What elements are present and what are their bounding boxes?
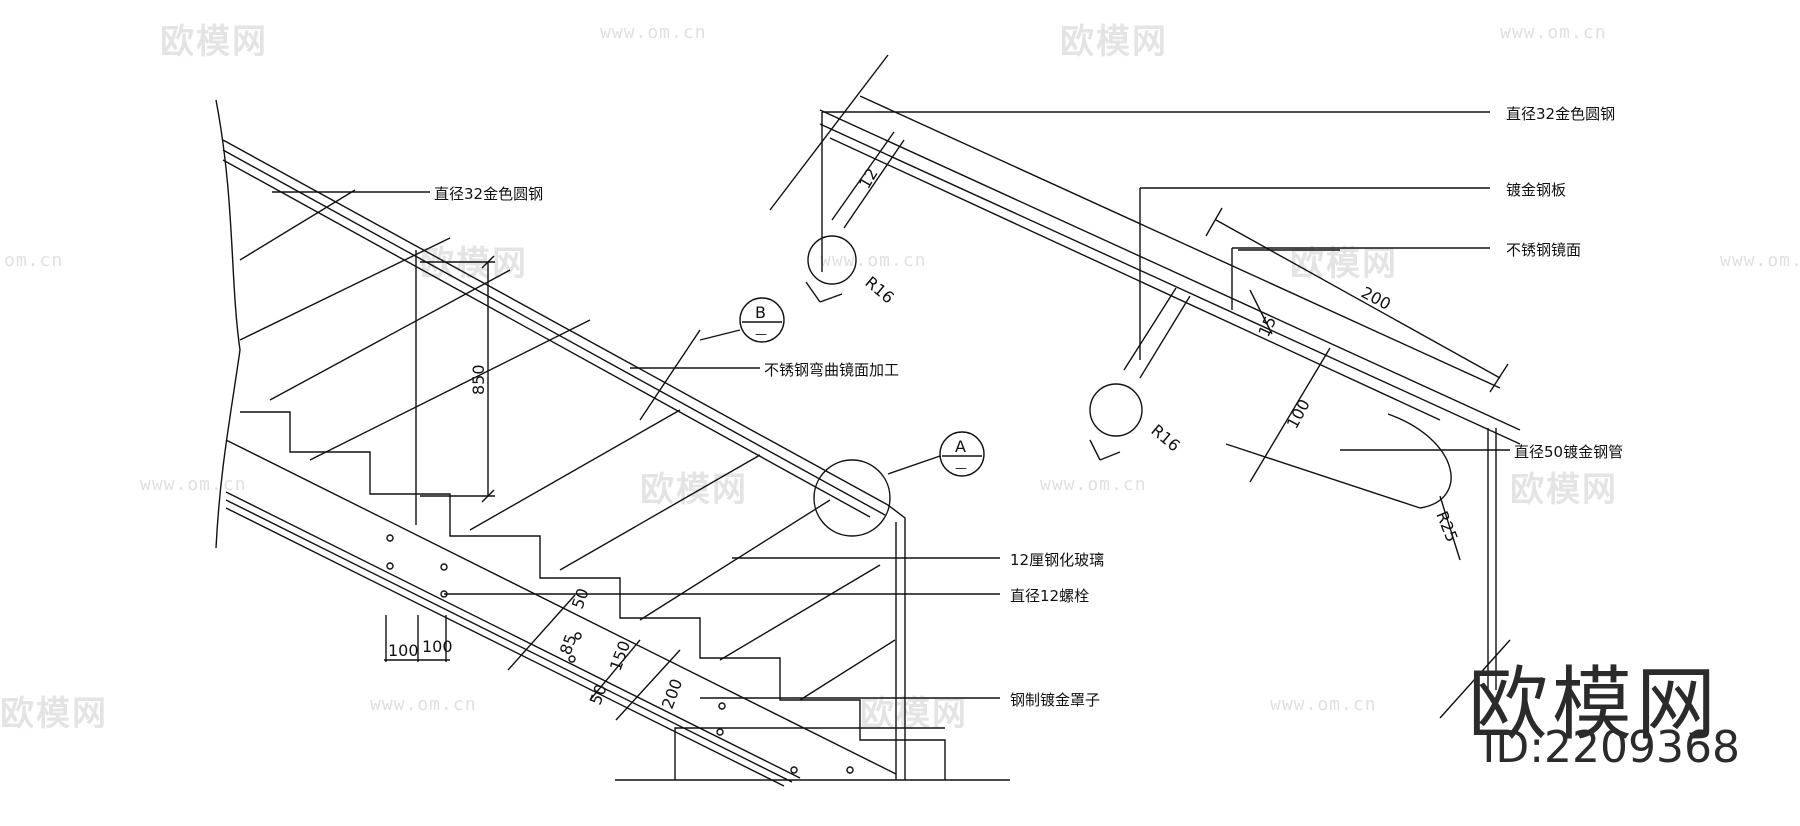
dim-r25: R25	[1432, 508, 1461, 544]
rod-line	[831, 131, 895, 221]
callout-b-letter: B	[755, 303, 766, 322]
handrail-end	[887, 504, 906, 780]
glass-hatch	[309, 319, 591, 461]
watermark-url: www.om.cn	[1500, 22, 1607, 43]
rod-circle	[1089, 383, 1143, 437]
glass-hatch	[239, 189, 356, 261]
watermark-url: www.om.cn	[370, 694, 477, 715]
label-bolt: 直径12螺栓	[1010, 587, 1089, 605]
watermark-url: www.om.cn	[1040, 474, 1147, 495]
callout-b-sub: —	[755, 327, 767, 341]
glass-hatch	[799, 639, 896, 701]
watermark-logo: 欧模网	[1510, 470, 1618, 510]
glass-hatch	[469, 409, 681, 531]
stringer-line	[225, 499, 793, 783]
callout-b-circle	[739, 297, 785, 343]
glass-hatch	[559, 454, 761, 571]
handrail-line	[222, 159, 871, 518]
stringer-line	[225, 507, 785, 787]
stair-steps	[240, 411, 946, 780]
plate-line	[819, 123, 1521, 445]
label-plated-plate: 镀金钢板	[1506, 181, 1566, 199]
handrail-line	[222, 149, 886, 516]
dim-50: 50	[568, 586, 593, 612]
watermark-logo: 欧模网	[160, 22, 268, 62]
glass-hatch	[719, 564, 881, 661]
watermark-url: www.om.cn	[1720, 250, 1800, 271]
section-cut-b	[699, 329, 741, 341]
rod-line	[1139, 295, 1191, 379]
section-line	[769, 54, 889, 211]
handrail-line	[222, 139, 889, 506]
dim-line	[1215, 219, 1501, 379]
dim-200: 200	[658, 676, 686, 711]
dim-line	[1249, 289, 1273, 335]
dim-r16: R16	[1147, 421, 1183, 456]
label-gold-rod: 直径32金色圆钢	[434, 185, 543, 203]
dim-150: 150	[606, 638, 634, 673]
dim-ext	[1205, 207, 1223, 237]
break-line	[215, 99, 241, 549]
dim-line	[589, 639, 641, 701]
rod-line	[1123, 287, 1177, 371]
rod-circle	[807, 235, 857, 285]
label-cover: 钢制镀金罩子	[1010, 691, 1100, 709]
bolt-markers	[386, 534, 854, 774]
glass-hatch	[239, 237, 451, 341]
dim-50: 50	[586, 682, 611, 708]
dim-100: 100	[422, 637, 453, 656]
watermark-logo: 欧模网	[0, 694, 108, 734]
stringer-line	[225, 439, 897, 775]
plate-line	[819, 109, 1521, 431]
plate-line	[829, 137, 1441, 421]
pipe-end	[1387, 413, 1452, 509]
detail-a-circle	[813, 459, 891, 537]
callout-a-letter: A	[955, 437, 966, 456]
label-gold-rod-right: 直径32金色圆钢	[1506, 105, 1615, 123]
watermark-url: www.om.cn	[600, 22, 707, 43]
callout-a-circle	[939, 431, 985, 477]
dim-line	[615, 649, 681, 721]
dim-85: 85	[556, 632, 581, 658]
watermark-url: www.om.cn	[1270, 694, 1377, 715]
plate-line	[859, 95, 1501, 389]
rod-line	[843, 139, 905, 229]
dim-ext	[1489, 363, 1509, 393]
dim-12: 12	[855, 165, 882, 192]
label-mirror: 不锈钢镜面	[1506, 241, 1581, 259]
watermark-url: www.om.cn	[820, 250, 927, 271]
dim-r16: R16	[861, 273, 897, 308]
label-pipe: 直径50镀金钢管	[1514, 443, 1623, 461]
dim-850: 850	[469, 364, 488, 395]
base-block	[674, 727, 945, 780]
brand-name: 欧模网	[1468, 658, 1720, 751]
section-cut-b	[639, 329, 701, 421]
watermark-url: om.cn	[4, 250, 64, 271]
watermark-url: www.om.cn	[140, 474, 247, 495]
section-line	[1439, 639, 1511, 719]
dim-line	[507, 594, 576, 671]
dim-line	[1249, 347, 1331, 483]
callout-a-sub: —	[955, 461, 967, 475]
dim-100: 100	[1283, 396, 1314, 432]
stringer-line	[225, 491, 801, 779]
glass-hatch	[269, 269, 511, 401]
dim-100: 100	[388, 641, 419, 660]
pipe-line	[1225, 443, 1421, 509]
watermark-logo: 欧模网	[1060, 22, 1168, 62]
watermark-logo: 欧模网	[640, 470, 748, 510]
label-bent-steel: 不锈钢弯曲镜面加工	[764, 361, 899, 379]
label-glass: 12厘钢化玻璃	[1010, 551, 1104, 569]
glass-hatch	[639, 499, 831, 621]
brand-id: ID:2209368	[1482, 722, 1740, 773]
